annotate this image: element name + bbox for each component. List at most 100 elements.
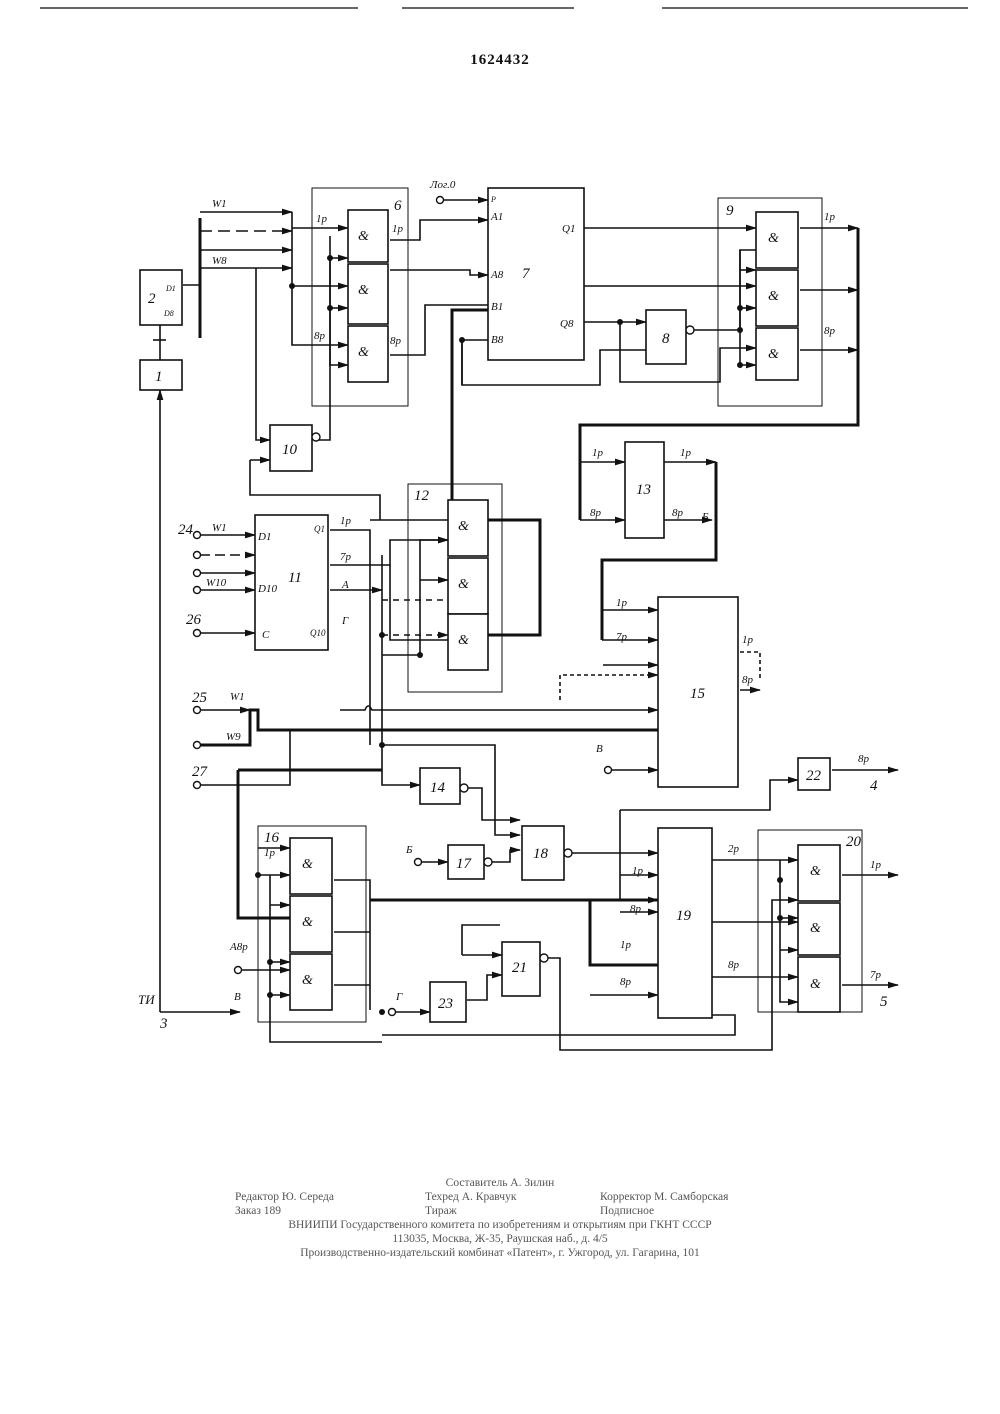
block-12-label: 12 [414,488,430,504]
svg-text:1p: 1p [824,211,836,223]
imprint-corrector: Корректор М. Самборская [600,1190,728,1204]
svg-text:Б: Б [405,844,413,856]
svg-text:&: & [458,519,469,534]
svg-text:1p: 1p [264,847,276,859]
svg-text:7p: 7p [616,631,628,643]
svg-text:7p: 7p [870,969,882,981]
block-18-label: 18 [533,846,549,862]
svg-text:B8: B8 [491,334,504,346]
block-6-label: 6 [394,198,402,214]
block-23-label: 23 [438,996,453,1012]
terminal-24: 24 [178,522,194,538]
svg-text:1p: 1p [632,865,644,877]
svg-text:1p: 1p [392,223,404,235]
svg-text:Г: Г [341,615,349,627]
block-22-label: 22 [806,768,822,784]
svg-text:&: & [358,229,369,244]
svg-text:1p: 1p [616,597,628,609]
svg-text:&: & [768,347,779,362]
svg-text:D8: D8 [163,309,174,318]
terminal-26: 26 [186,612,202,628]
svg-text:B: B [234,991,241,1003]
block-14-label: 14 [430,780,446,796]
svg-text:1p: 1p [340,515,352,527]
svg-text:A: A [341,579,349,591]
svg-text:Q1: Q1 [314,524,325,534]
svg-text:&: & [458,633,469,648]
svg-text:&: & [302,973,313,988]
block-1-label: 1 [155,369,163,385]
imprint-order: Заказ 189 [235,1204,281,1218]
svg-text:1p: 1p [870,859,882,871]
svg-text:8p: 8p [824,325,836,337]
block-17-label: 17 [456,856,473,872]
svg-text:2p: 2p [728,843,740,855]
svg-text:&: & [302,857,313,872]
block-10-label: 10 [282,442,298,458]
terminal-3: 3 [159,1016,168,1032]
svg-text:B1: B1 [491,301,503,313]
svg-text:W9: W9 [226,731,241,743]
svg-text:&: & [358,283,369,298]
blocks [140,188,840,1022]
svg-text:&: & [302,915,313,930]
svg-text:Б: Б [701,511,709,523]
svg-text:B: B [596,743,603,755]
svg-text:8p: 8p [390,335,402,347]
block-13-label: 13 [636,482,651,498]
svg-text:1p: 1p [620,939,632,951]
svg-text:D1: D1 [165,284,176,293]
svg-text:W1: W1 [230,691,245,703]
block-20-label: 20 [846,834,862,850]
imprint-org: ВНИИПИ Государственного комитета по изоб… [140,1218,860,1232]
imprint-techred: Техред А. Кравчук [425,1190,516,1204]
block-11-label: 11 [288,570,302,586]
svg-text:1p: 1p [316,213,328,225]
terminal-ti: ТИ [138,992,155,1007]
svg-text:D1: D1 [257,531,271,543]
svg-text:1p: 1p [680,447,692,459]
terminal-27: 27 [192,764,209,780]
svg-text:Г: Г [395,991,403,1003]
svg-text:Q10: Q10 [310,628,326,638]
svg-text:8p: 8p [630,903,642,915]
block-8-label: 8 [662,331,670,347]
svg-text:7p: 7p [340,551,352,563]
svg-text:&: & [810,921,821,936]
svg-text:P: P [490,195,496,204]
terminal-25: 25 [192,690,208,706]
block-9-label: 9 [726,203,734,219]
svg-text:8p: 8p [590,507,602,519]
block-diagram: 1 2 6 7 8 9 10 11 12 13 14 15 16 17 18 1… [0,0,1000,1100]
block-2-label: 2 [148,291,156,307]
svg-text:W1: W1 [212,522,227,534]
svg-text:8p: 8p [728,959,740,971]
svg-text:W10: W10 [206,577,227,589]
terminal-4: 4 [870,778,878,794]
block-2 [140,270,182,325]
svg-text:A8: A8 [490,269,504,281]
svg-text:C: C [262,629,270,641]
block-16-label: 16 [264,830,280,846]
svg-text:A1: A1 [490,211,503,223]
terminal-5: 5 [880,994,888,1010]
svg-text:8p: 8p [858,753,870,765]
imprint-compiler: Составитель А. Зилин [140,1176,860,1190]
svg-text:8p: 8p [620,976,632,988]
publication-imprint: Составитель А. Зилин Редактор Ю. Середа … [140,1176,860,1260]
svg-text:&: & [768,289,779,304]
imprint-circulation: Тираж [425,1204,457,1218]
svg-text:Q8: Q8 [560,318,574,330]
svg-text:&: & [458,577,469,592]
block-15-label: 15 [690,686,706,702]
svg-text:8p: 8p [672,507,684,519]
imprint-subscription: Подписное [600,1204,654,1218]
svg-text:1p: 1p [592,447,604,459]
svg-text:1p: 1p [742,634,754,646]
imprint-editor: Редактор Ю. Середа [235,1190,334,1204]
svg-text:Q1: Q1 [562,223,575,235]
svg-text:8p: 8p [742,674,754,686]
svg-text:8p: 8p [314,330,326,342]
block-21-label: 21 [512,960,527,976]
svg-text:&: & [358,345,369,360]
